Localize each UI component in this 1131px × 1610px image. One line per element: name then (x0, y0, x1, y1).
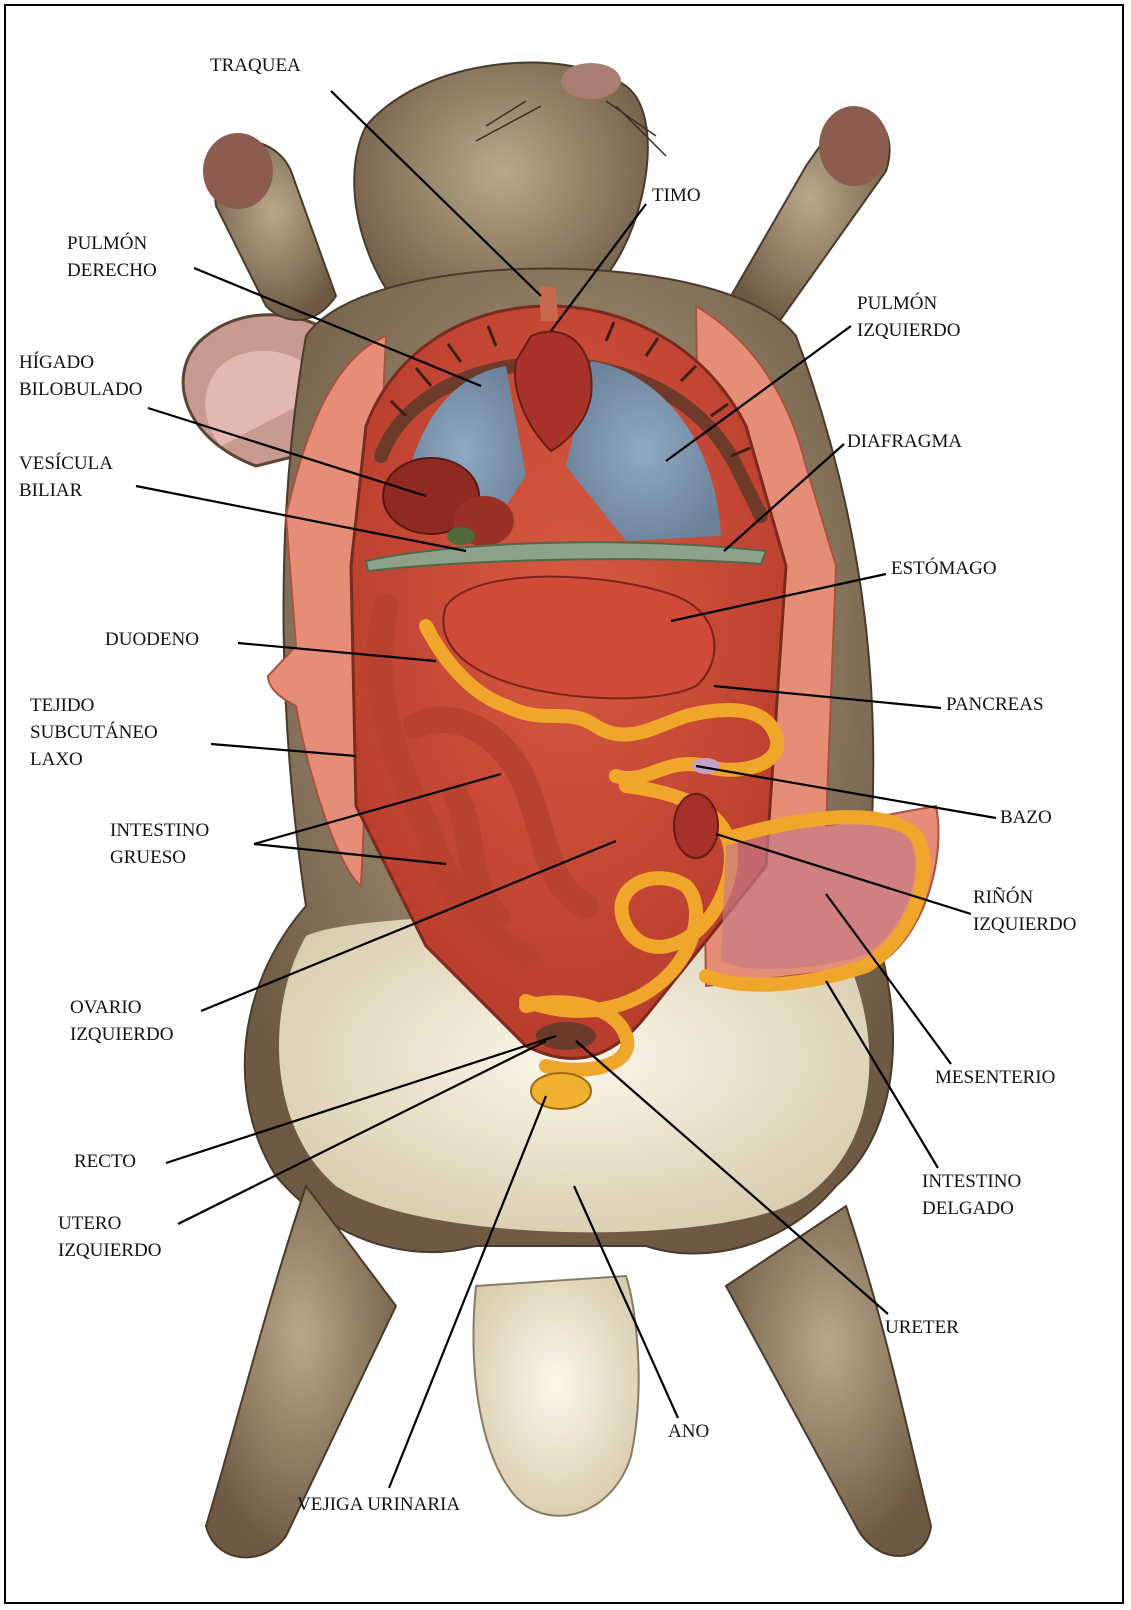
rectum (536, 1022, 596, 1050)
label-ovario-izquierdo: OVARIO IZQUIERDO (70, 994, 173, 1048)
label-traquea: TRAQUEA (210, 52, 301, 79)
label-pancreas: PANCREAS (946, 691, 1044, 718)
label-ano: ANO (668, 1418, 709, 1445)
label-intestino-grueso: INTESTINO GRUESO (110, 817, 209, 871)
label-vejiga-urinaria: VEJIGA URINARIA (297, 1491, 460, 1518)
label-recto: RECTO (74, 1148, 136, 1175)
label-bazo: BAZO (1000, 804, 1052, 831)
label-intestino-delgado: INTESTINO DELGADO (922, 1168, 1021, 1222)
label-vesicula-biliar: VESÍCULA BILIAR (19, 450, 113, 504)
label-mesenterio: MESENTERIO (935, 1064, 1055, 1091)
label-rinon-izquierdo: RIÑÓN IZQUIERDO (973, 884, 1076, 938)
label-higado-bilobulado: HÍGADO BILOBULADO (19, 349, 143, 403)
label-pulmon-izquierdo: PULMÓN IZQUIERDO (857, 290, 960, 344)
label-timo: TIMO (652, 182, 701, 209)
label-ureter: URETER (885, 1314, 959, 1341)
label-utero-izquierdo: UTERO IZQUIERDO (58, 1210, 161, 1264)
urinary-bladder (531, 1073, 591, 1109)
label-tejido-subcutaneo-laxo: TEJIDO SUBCUTÁNEO LAXO (30, 692, 158, 773)
kidney (674, 794, 718, 858)
rabbit-anatomy-illustration (6, 6, 1126, 1606)
label-estomago: ESTÓMAGO (891, 555, 997, 582)
label-diafragma: DIAFRAGMA (847, 428, 962, 455)
diagram-frame: TRAQUEA TIMO PULMÓN DERECHO PULMÓN IZQUI… (4, 4, 1124, 1604)
label-duodeno: DUODENO (105, 626, 199, 653)
label-pulmon-derecho: PULMÓN DERECHO (67, 230, 157, 284)
